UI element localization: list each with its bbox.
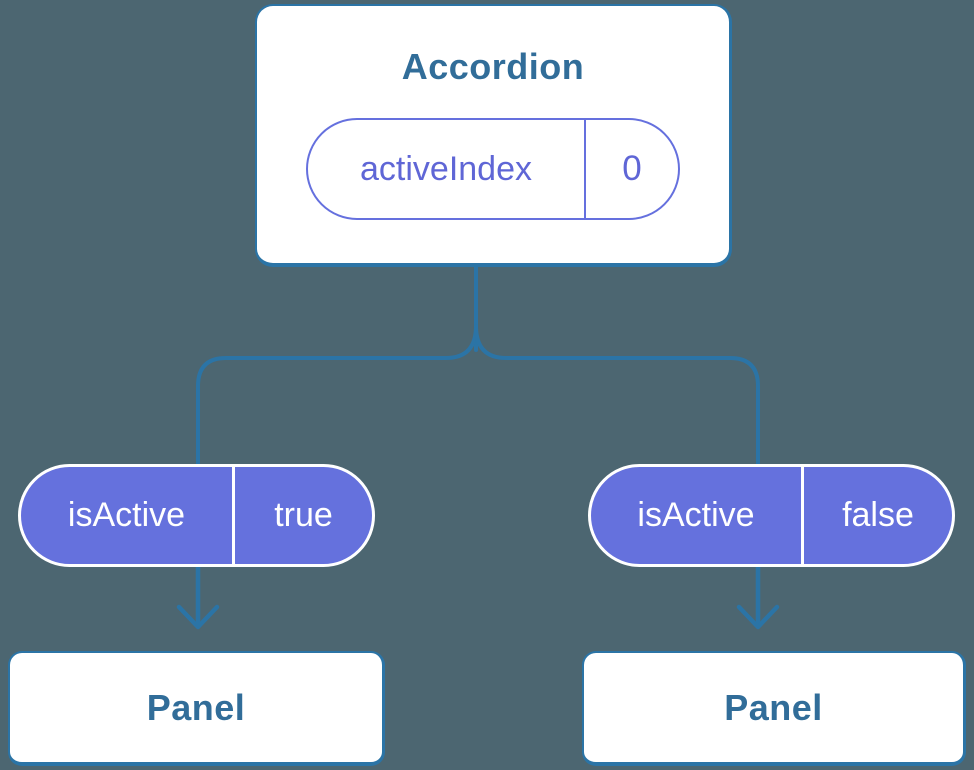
accordion-node: Accordion activeIndex 0 — [255, 4, 732, 267]
panel-node-right: Panel — [582, 651, 966, 766]
panel-node-left: Panel — [8, 651, 385, 766]
accordion-node-title: Accordion — [401, 46, 585, 87]
down-arrow-right-icon — [736, 563, 780, 630]
state-pill-label: activeIndex — [360, 149, 532, 188]
panel-node-title: Panel — [724, 686, 823, 728]
prop-pill-label: isActive — [637, 496, 755, 534]
prop-pill-label: isActive — [67, 496, 186, 534]
state-pill-activeindex: activeIndex 0 — [306, 118, 680, 220]
prop-pill-value: true — [274, 496, 333, 534]
prop-pill-value: false — [842, 496, 914, 534]
left-branch-connector — [196, 324, 478, 472]
prop-pill-divider — [232, 467, 235, 564]
prop-pill-isactive-true: isActive true — [18, 464, 375, 567]
panel-node-title: Panel — [146, 686, 246, 728]
state-pill-divider — [584, 120, 586, 218]
state-pill-value: 0 — [622, 149, 642, 188]
down-arrow-left-icon — [176, 563, 220, 630]
prop-pill-isactive-false: isActive false — [588, 464, 955, 567]
right-branch-connector — [474, 324, 760, 472]
prop-pill-divider — [801, 467, 804, 564]
